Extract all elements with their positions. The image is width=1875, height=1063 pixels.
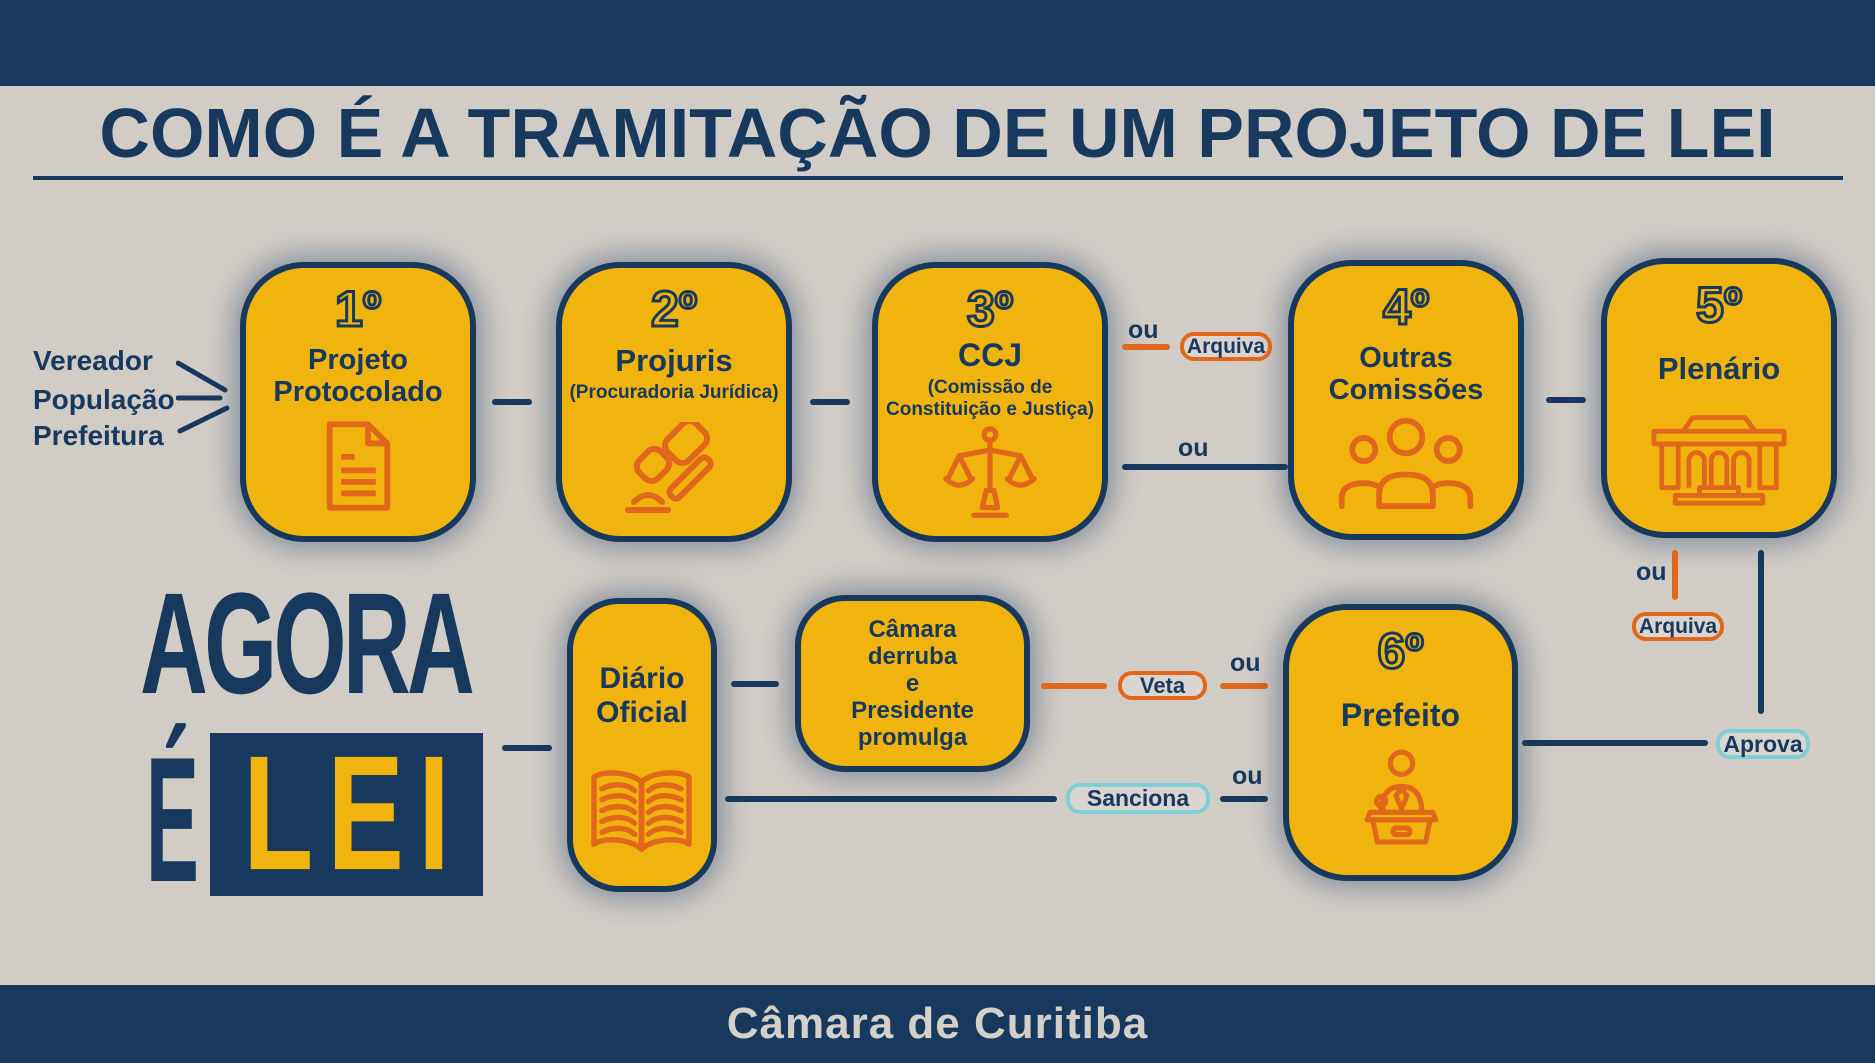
step-name: Projuris <box>615 343 733 378</box>
box-text-line: derruba <box>867 643 958 670</box>
people-icon <box>1332 414 1480 510</box>
ou-label: ou <box>1178 434 1209 462</box>
arquiva-badge: Arquiva <box>1632 612 1724 641</box>
source-label-prefeitura: Prefeitura <box>33 420 164 451</box>
connector-line <box>1546 397 1586 403</box>
sanciona-badge: Sanciona <box>1066 783 1210 814</box>
connector-line <box>1122 464 1288 470</box>
source-label-vereador: Vereador <box>33 345 153 376</box>
ou-label: ou <box>1232 762 1263 790</box>
logo-lei-text: LEI <box>243 722 464 905</box>
document-icon <box>322 420 394 512</box>
step-box-projuris: 2º Projuris (Procuradoria Jurídica) <box>556 262 792 542</box>
step-box-projeto-protocolado: 1º Projeto Protocolado <box>240 262 476 542</box>
step-subtitle: (Comissão de Constituição e Justiça) <box>886 376 1094 421</box>
step-box-outras-comissoes: 4º Outras Comissões <box>1288 260 1524 540</box>
step-number: 1º <box>333 281 382 337</box>
connector-line <box>1758 550 1764 714</box>
ou-label: ou <box>1128 316 1159 344</box>
logo-agora-text: AGORA <box>140 563 475 725</box>
scales-icon <box>942 426 1038 524</box>
step-box-ccj: 3º CCJ (Comissão de Constituição e Justi… <box>872 262 1108 542</box>
box-text-line: Câmara <box>868 616 957 643</box>
step-name: CCJ <box>957 337 1022 373</box>
source-label-populacao: População <box>33 384 175 415</box>
podium-icon <box>1357 747 1445 849</box>
connector-line-arquiva <box>1672 550 1678 600</box>
step-name: Outras Comissões <box>1328 342 1484 407</box>
box-name: Diário Oficial <box>596 662 688 729</box>
step-name: Plenário <box>1657 351 1781 386</box>
open-book-icon <box>584 766 700 860</box>
logo-lei-box: LEI <box>210 722 483 905</box>
box-text-line: e <box>905 670 920 697</box>
aprova-badge: Aprova <box>1716 729 1810 759</box>
footer-brand: Câmara de Curitiba <box>726 999 1149 1048</box>
connector-line <box>810 399 850 405</box>
connector-line <box>1522 740 1708 746</box>
gavel-icon <box>622 422 726 522</box>
connector-line <box>731 681 779 687</box>
connector-line <box>502 745 552 751</box>
veta-badge: Veta <box>1118 671 1207 700</box>
connector-line-veta <box>1041 683 1107 689</box>
ou-label: ou <box>1636 558 1667 586</box>
bottom-bar: Câmara de Curitiba <box>0 985 1875 1063</box>
step-name: Projeto Protocolado <box>273 344 443 409</box>
connector-line-arquiva <box>1122 344 1170 350</box>
connector-line <box>725 796 1057 802</box>
diario-oficial-box: Diário Oficial <box>567 598 717 892</box>
logo-e-text: É <box>146 720 199 920</box>
title-underline <box>33 176 1843 180</box>
step-number: 5º <box>1694 277 1743 333</box>
top-bar <box>0 0 1875 86</box>
connector-line-veta <box>1220 683 1268 689</box>
connector-line <box>492 399 532 405</box>
box-text-line: Presidente <box>851 697 974 724</box>
step-number: 4º <box>1381 279 1430 335</box>
building-icon <box>1646 408 1792 510</box>
connector-line <box>1220 796 1268 802</box>
ou-label: ou <box>1230 649 1261 677</box>
step-number: 3º <box>965 281 1014 337</box>
box-text-line: promulga <box>857 724 968 751</box>
arquiva-badge: Arquiva <box>1180 332 1272 361</box>
step-box-plenario: 5º Plenário <box>1601 258 1837 538</box>
step-name: Prefeito <box>1340 697 1461 733</box>
step-subtitle: (Procuradoria Jurídica) <box>569 381 779 403</box>
converging-lines <box>176 360 230 434</box>
step-box-prefeito: 6º Prefeito <box>1283 604 1518 881</box>
step-number: 2º <box>649 281 698 337</box>
camara-derruba-box: Câmara derruba e Presidente promulga <box>795 595 1030 772</box>
page-title: COMO É A TRAMITAÇÃO DE UM PROJETO DE LEI <box>99 94 1776 172</box>
step-number: 6º <box>1376 623 1425 679</box>
